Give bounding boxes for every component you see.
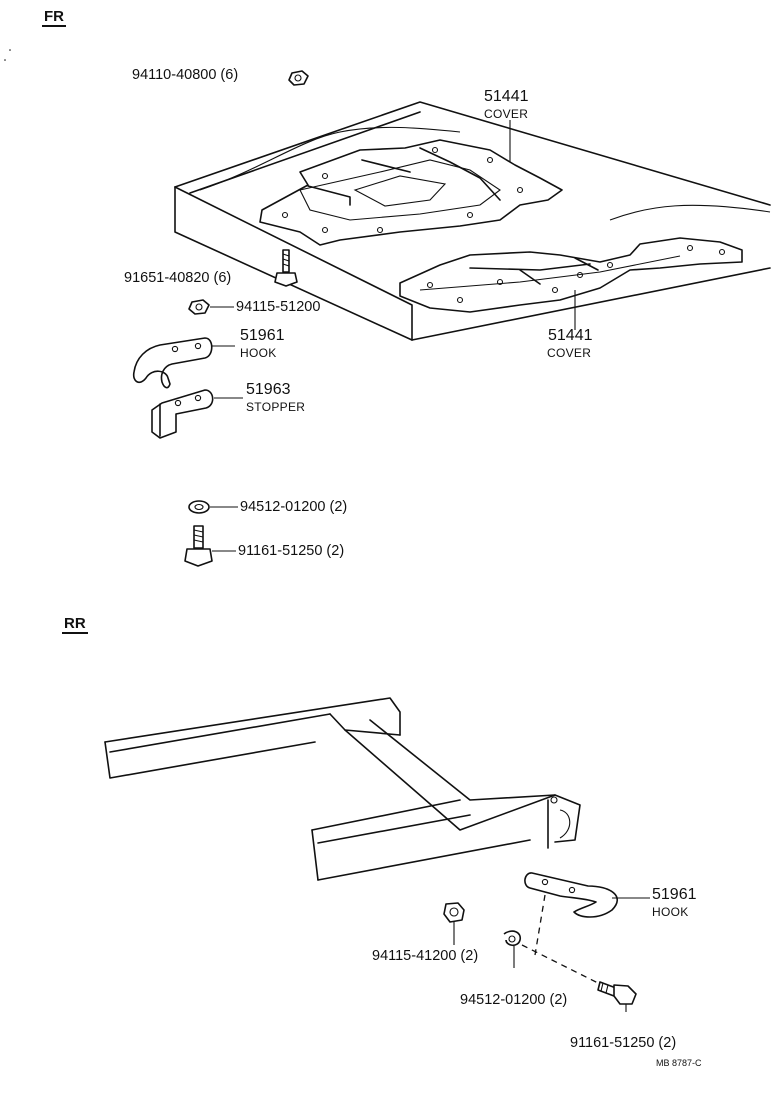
part-number-cover-lower: 51441 (548, 327, 593, 344)
rear-hook-icon (524, 872, 619, 918)
front-bolt-lower-icon (184, 525, 213, 567)
front-leader-lines (210, 120, 576, 552)
rear-nut-icon (443, 902, 465, 923)
front-bolt-icon (274, 249, 298, 287)
part-label-bolt-lower-front: 91161-51250 (2) (238, 543, 345, 559)
part-label-bolt: 91651-40820 (6) (124, 270, 232, 286)
part-label-nut: 94115-51200 (236, 299, 321, 315)
part-name-cover-upper: COVER (484, 107, 529, 121)
drawing-code: MB 8787-C (656, 1058, 702, 1068)
front-hook-icon (132, 337, 213, 389)
front-cover-lower (399, 237, 743, 313)
front-stopper-icon (151, 389, 214, 439)
part-name-cover-lower: COVER (547, 346, 592, 360)
section-label-front: FR (42, 8, 66, 27)
part-label-nut-top: 94110-40800 (6) (132, 67, 239, 83)
front-washer-icon (188, 500, 210, 514)
part-label-bolt-rear: 91161-51250 (2) (570, 1035, 677, 1051)
front-nut-icon (188, 299, 210, 315)
part-label-washer-rear: 94512-01200 (2) (460, 992, 568, 1008)
rear-bolt-icon (597, 981, 637, 1005)
part-label-nut-rear: 94115-41200 (2) (372, 948, 479, 964)
part-number-cover-upper: 51441 (484, 88, 529, 105)
part-number-stopper: 51963 (246, 381, 291, 398)
front-nut-top-icon (288, 70, 309, 86)
part-name-hook-rear: HOOK (652, 905, 689, 919)
front-cover-upper (259, 139, 563, 246)
section-label-rear: RR (62, 615, 88, 634)
part-number-hook-rear: 51961 (652, 886, 697, 903)
rear-frame (104, 697, 581, 881)
part-name-stopper: STOPPER (246, 400, 306, 414)
rear-washer-icon (503, 930, 522, 947)
part-number-hook-front: 51961 (240, 327, 285, 344)
part-label-washer-front: 94512-01200 (2) (240, 499, 348, 515)
rear-leader-lines (453, 894, 650, 1012)
front-crossmember (174, 101, 771, 341)
part-name-hook-front: HOOK (240, 346, 277, 360)
